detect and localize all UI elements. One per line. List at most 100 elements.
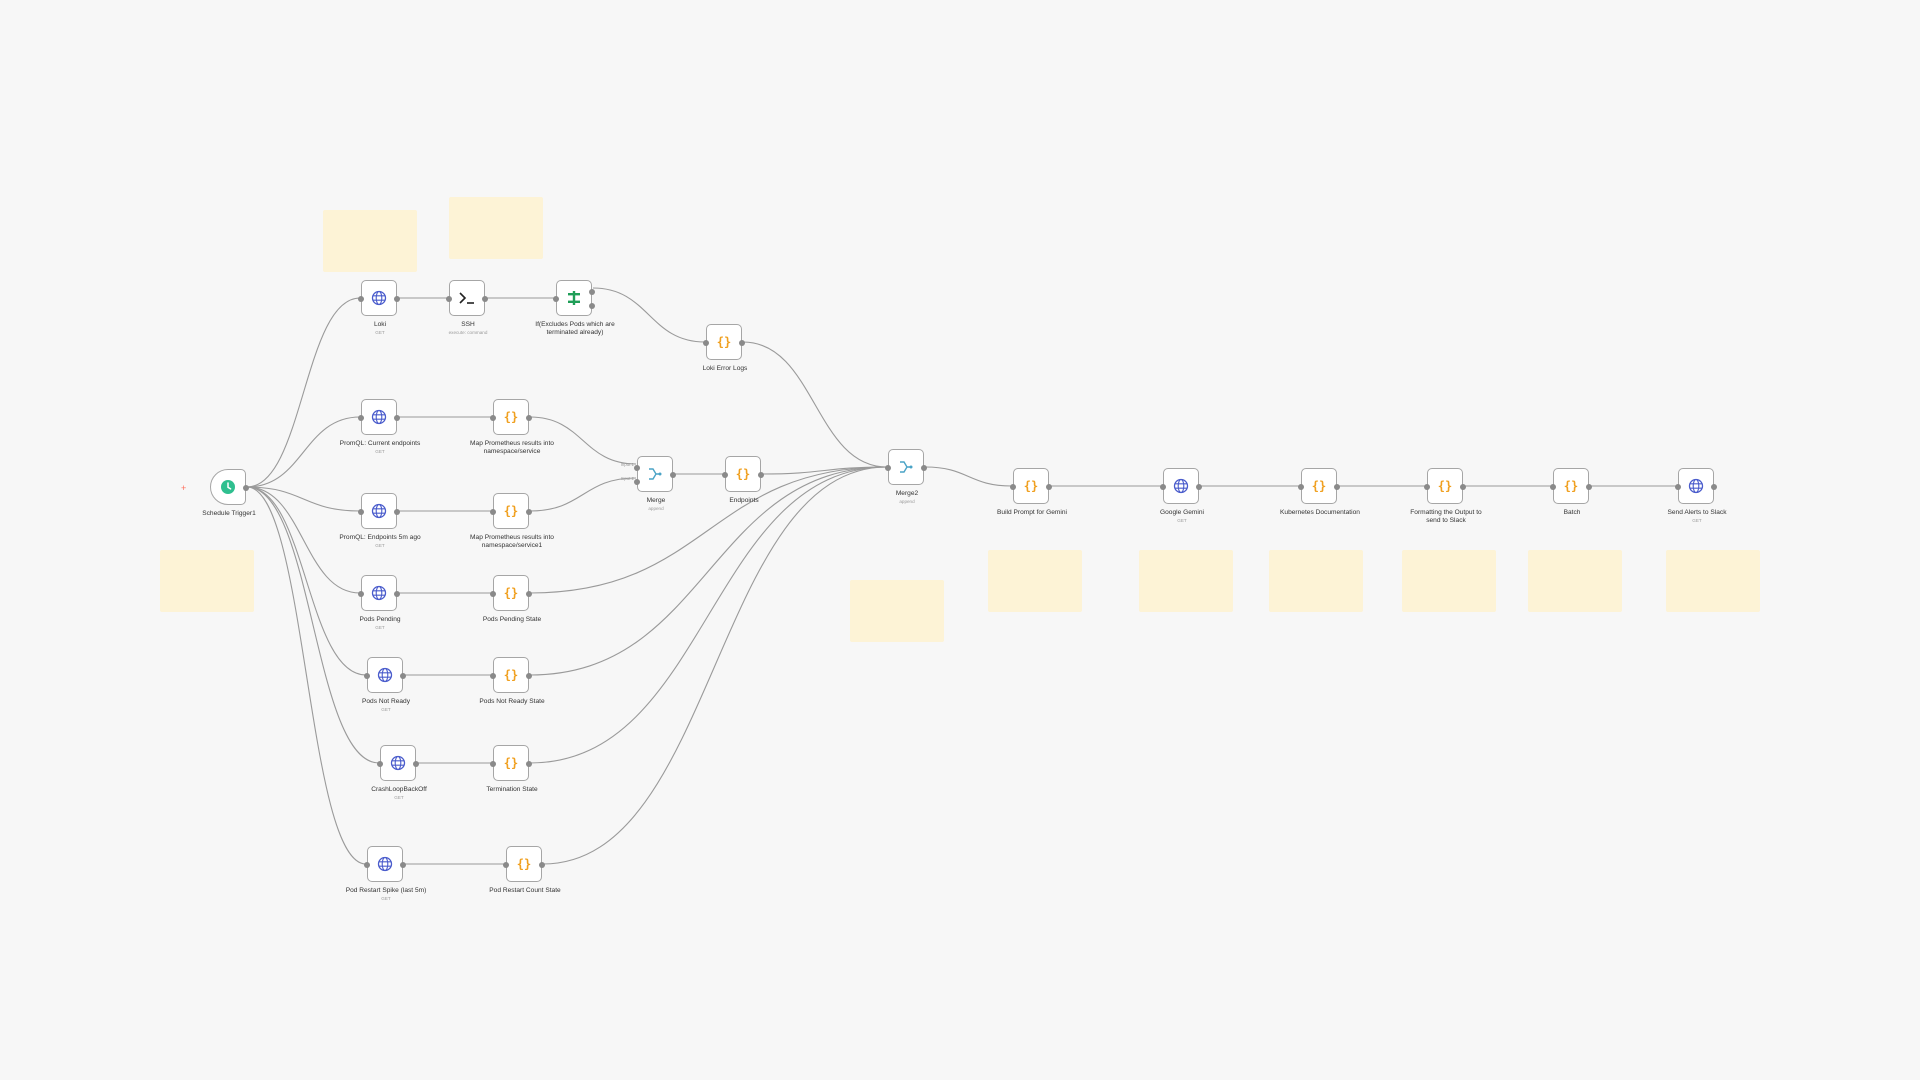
- output-port[interactable]: [243, 485, 249, 491]
- connection-edge[interactable]: [542, 466, 888, 865]
- output-port[interactable]: [1196, 484, 1202, 490]
- input-port[interactable]: [358, 509, 364, 515]
- pods-not-ready-state-node[interactable]: {} Pods Not Ready State: [479, 657, 545, 705]
- sticky-note[interactable]: [1269, 550, 1363, 612]
- connection-edge[interactable]: [246, 486, 361, 512]
- sticky-note[interactable]: [988, 550, 1082, 612]
- output-port[interactable]: [1460, 484, 1466, 490]
- input-port[interactable]: [358, 296, 364, 302]
- pod-restart-spike-node[interactable]: Pod Restart Spike (last 5m)GET: [346, 846, 426, 901]
- input-port[interactable]: [1675, 484, 1681, 490]
- true-output-port[interactable]: [589, 289, 595, 295]
- add-trigger-plus-icon[interactable]: +: [181, 483, 187, 493]
- connection-edge[interactable]: [529, 466, 888, 764]
- output-port[interactable]: [1046, 484, 1052, 490]
- schedule-trigger-node[interactable]: + Schedule Trigger1: [181, 469, 256, 517]
- batch-node[interactable]: {} Batch: [1550, 468, 1592, 516]
- sticky-note[interactable]: [1402, 550, 1496, 612]
- map-prometheus-1-node[interactable]: {} Map Prometheus results into namespace…: [470, 493, 554, 549]
- output-port[interactable]: [400, 862, 406, 868]
- sticky-note[interactable]: [449, 197, 543, 259]
- input-port-2[interactable]: [634, 479, 640, 485]
- input-port[interactable]: [490, 415, 496, 421]
- sticky-note[interactable]: [850, 580, 944, 642]
- formatting-output-node[interactable]: {} Formatting the Output to send to Slac…: [1410, 468, 1482, 524]
- output-port[interactable]: [539, 862, 545, 868]
- sticky-note[interactable]: [323, 210, 417, 272]
- output-port[interactable]: [526, 415, 532, 421]
- pods-pending-state-node[interactable]: {} Pods Pending State: [483, 575, 541, 623]
- input-port[interactable]: [1298, 484, 1304, 490]
- output-port[interactable]: [1334, 484, 1340, 490]
- input-port[interactable]: [885, 465, 891, 471]
- input-port[interactable]: [490, 591, 496, 597]
- output-port[interactable]: [526, 591, 532, 597]
- input-port[interactable]: [377, 761, 383, 767]
- input-port[interactable]: [1550, 484, 1556, 490]
- output-port[interactable]: [921, 465, 927, 471]
- input-port[interactable]: [358, 591, 364, 597]
- output-port[interactable]: [394, 415, 400, 421]
- pod-restart-count-state-node[interactable]: {} Pod Restart Count State: [489, 846, 561, 894]
- sticky-note[interactable]: [160, 550, 254, 612]
- sticky-note[interactable]: [1528, 550, 1622, 612]
- loki-error-logs-node[interactable]: {} Loki Error Logs: [703, 324, 747, 372]
- input-port[interactable]: [364, 862, 370, 868]
- input-port[interactable]: [553, 296, 559, 302]
- output-port[interactable]: [413, 761, 419, 767]
- input-port[interactable]: [722, 472, 728, 478]
- input-port[interactable]: [1424, 484, 1430, 490]
- output-port[interactable]: [1586, 484, 1592, 490]
- output-port[interactable]: [670, 472, 676, 478]
- input-port[interactable]: [358, 415, 364, 421]
- connection-edge[interactable]: [761, 466, 888, 475]
- input-port[interactable]: [490, 509, 496, 515]
- input-port[interactable]: [1160, 484, 1166, 490]
- output-port[interactable]: [1711, 484, 1717, 490]
- input-port[interactable]: [490, 761, 496, 767]
- build-prompt-node[interactable]: {} Build Prompt for Gemini: [997, 468, 1067, 516]
- output-port[interactable]: [400, 673, 406, 679]
- output-port[interactable]: [526, 509, 532, 515]
- input-port[interactable]: [490, 673, 496, 679]
- connection-edge[interactable]: [924, 466, 1013, 487]
- map-prometheus-node[interactable]: {} Map Prometheus results into namespace…: [470, 399, 554, 455]
- input-port[interactable]: [1010, 484, 1016, 490]
- input-port[interactable]: [446, 296, 452, 302]
- kubernetes-documentation-node[interactable]: {} Kubernetes Documentation: [1280, 468, 1360, 516]
- connection-edge[interactable]: [742, 341, 888, 468]
- input-port-1[interactable]: [634, 465, 640, 471]
- if-node[interactable]: If(Excludes Pods which are terminated al…: [535, 280, 615, 336]
- endpoints-node[interactable]: {} Endpoints: [722, 456, 764, 504]
- output-port[interactable]: [526, 761, 532, 767]
- input-port[interactable]: [364, 673, 370, 679]
- sticky-note[interactable]: [1139, 550, 1233, 612]
- termination-state-node[interactable]: {} Termination State: [486, 745, 538, 793]
- output-port[interactable]: [482, 296, 488, 302]
- false-output-port[interactable]: [589, 303, 595, 309]
- input-port[interactable]: [703, 340, 709, 346]
- output-port[interactable]: [758, 472, 764, 478]
- output-port[interactable]: [394, 591, 400, 597]
- output-port[interactable]: [394, 509, 400, 515]
- output-port[interactable]: [739, 340, 745, 346]
- input-port[interactable]: [503, 862, 509, 868]
- sticky-note[interactable]: [1666, 550, 1760, 612]
- output-port[interactable]: [526, 673, 532, 679]
- output-port[interactable]: [394, 296, 400, 302]
- connection-edge[interactable]: [529, 466, 888, 594]
